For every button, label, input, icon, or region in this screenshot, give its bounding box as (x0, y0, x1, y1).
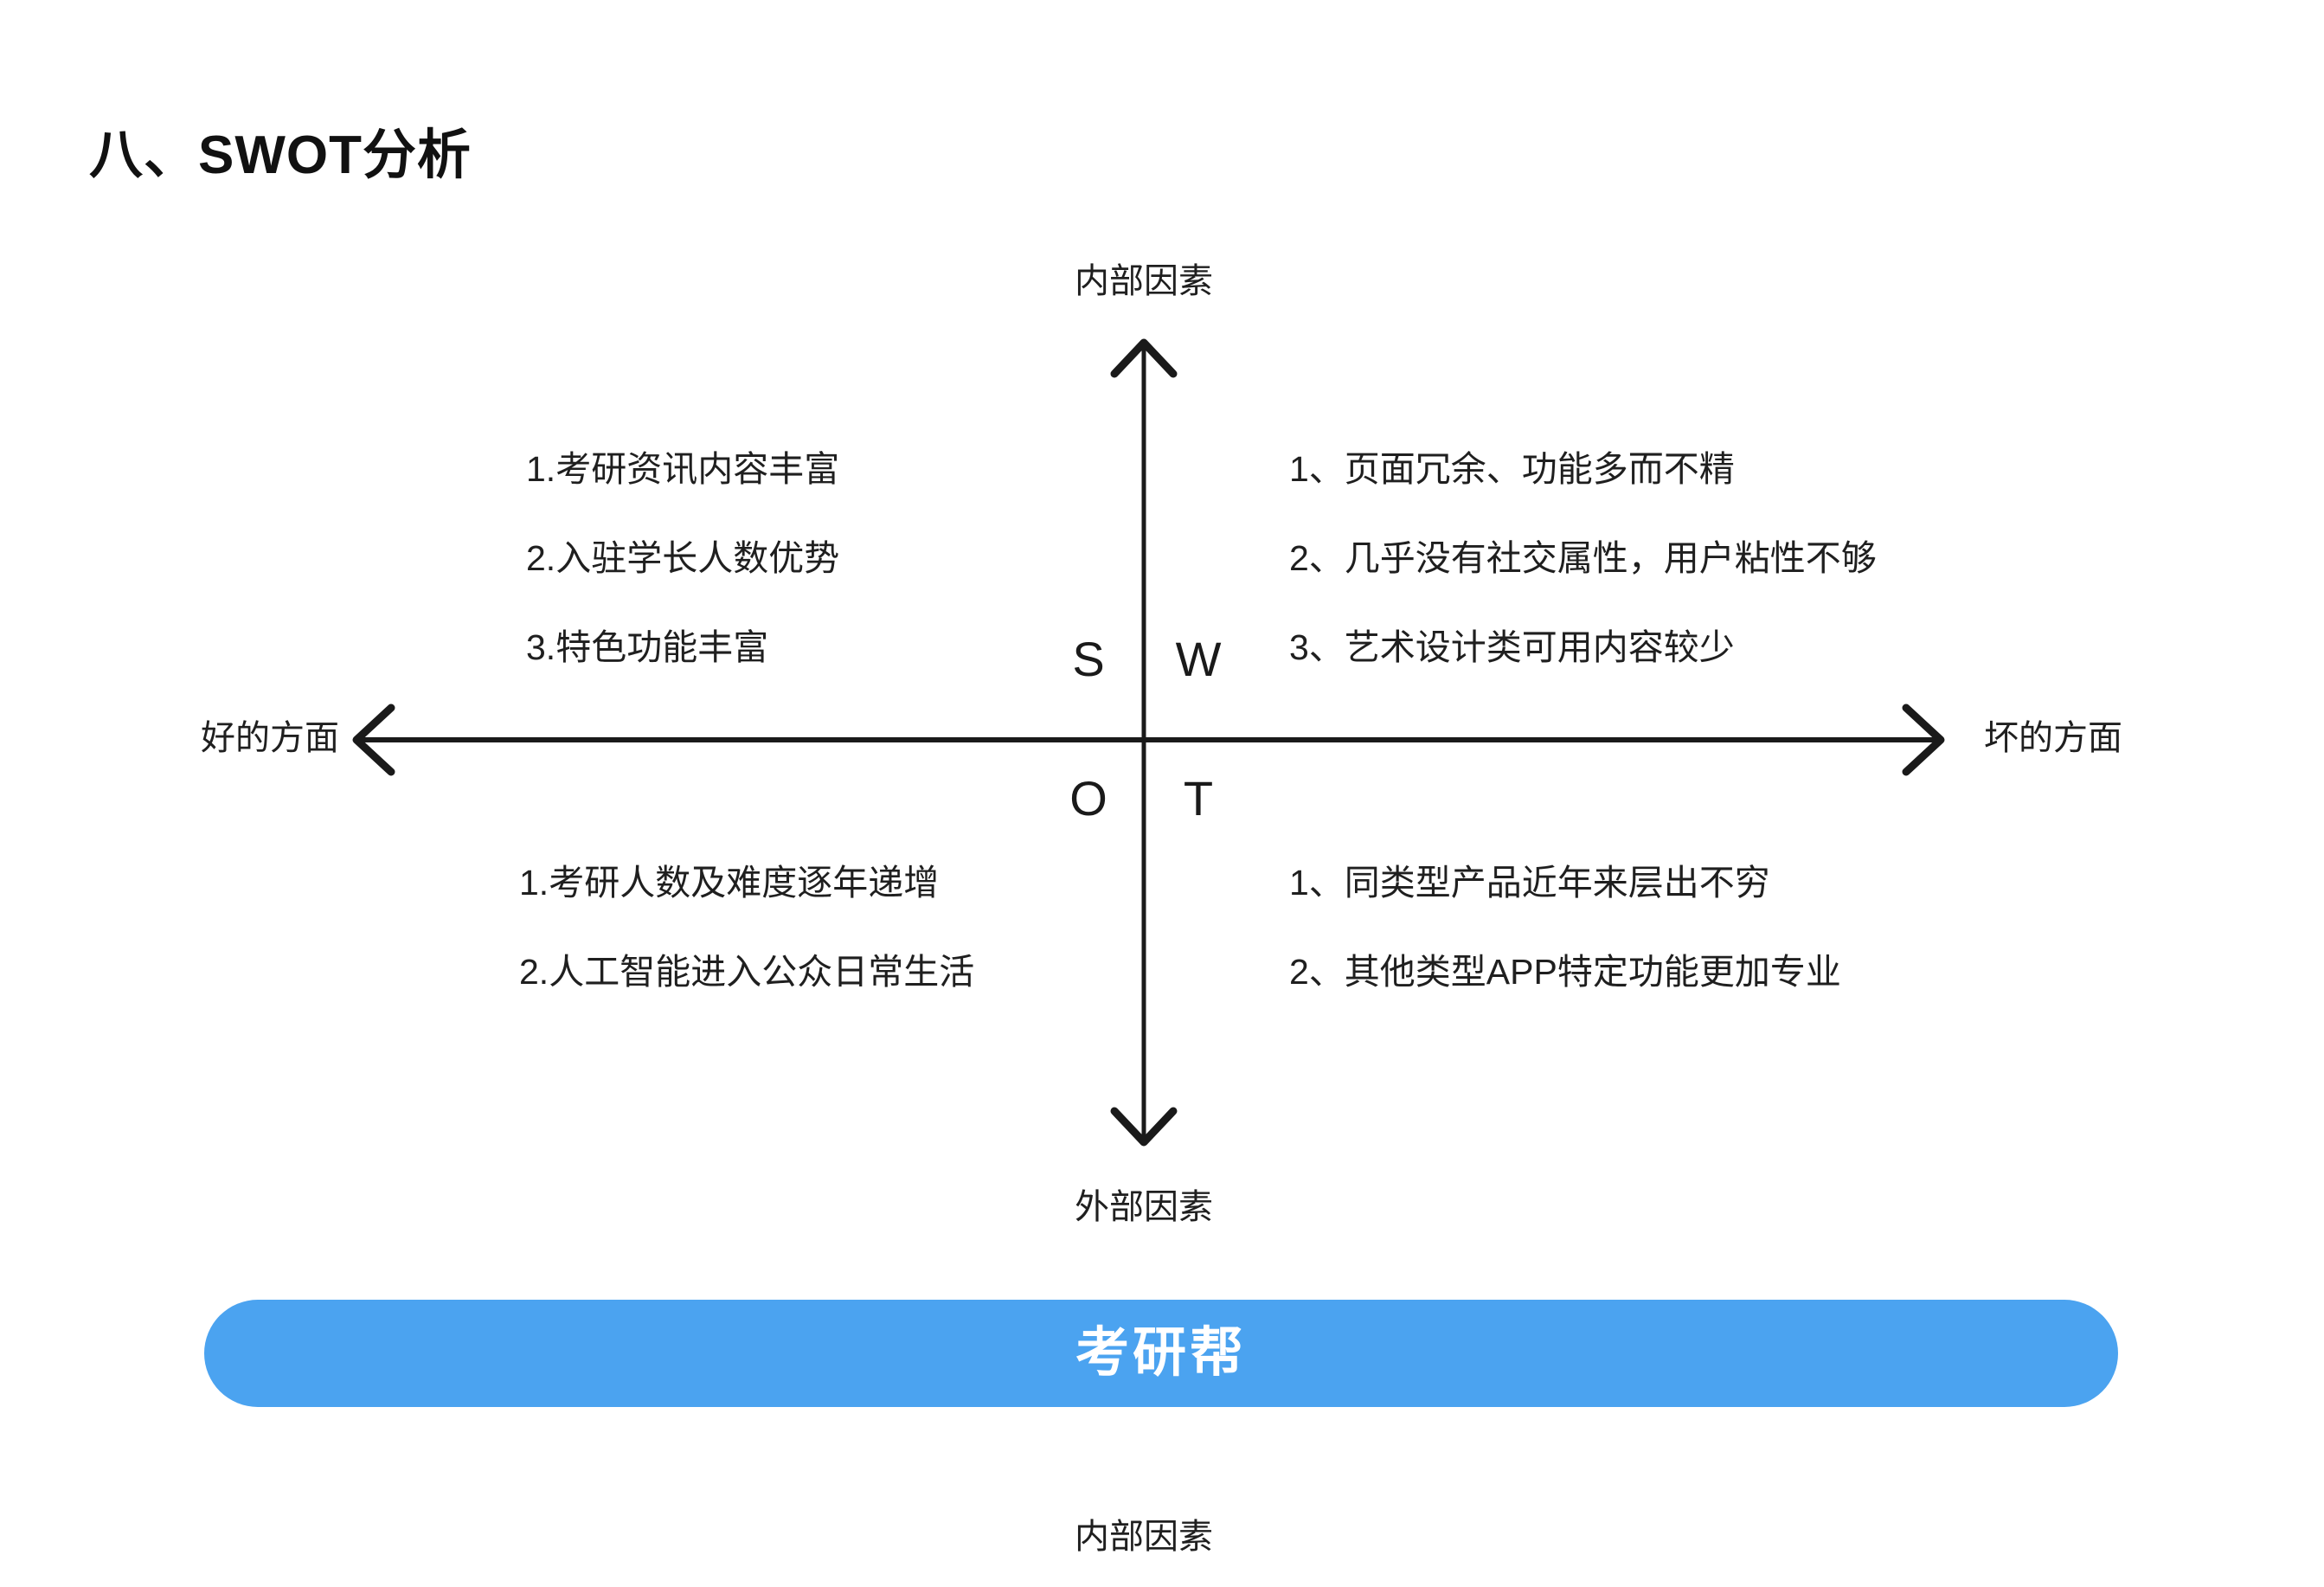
quadrant-item: 1.考研资讯内容丰富 (526, 449, 840, 489)
quadrant-threats: 1、同类型产品近年来层出不穷 2、其他类型APP特定功能更加专业 (1289, 865, 1841, 1044)
axis-label-bad-right: 坏的方面 (1984, 719, 2122, 757)
axis-label-good-left: 好的方面 (201, 719, 339, 757)
quadrant-item: 2.入驻学长人数优势 (526, 538, 840, 578)
quadrant-item: 2.人工智能进入公众日常生活 (519, 952, 975, 992)
swot-letter-o: O (1069, 771, 1107, 826)
arrow-up-icon (1110, 338, 1178, 378)
axis-label-external-bottom: 外部因素 (1075, 1188, 1213, 1226)
arrow-down-icon (1110, 1107, 1178, 1147)
axis-label-internal-top: 内部因素 (1075, 262, 1213, 300)
quadrant-item: 1、同类型产品近年来层出不穷 (1289, 863, 1770, 903)
quadrant-item: 1.考研人数及难度逐年递增 (519, 863, 940, 903)
quadrant-item: 1、页面冗余、功能多而不精 (1289, 449, 1735, 489)
quadrant-weaknesses: 1、页面冗余、功能多而不精 2、几乎没有社交属性，用户粘性不够 3、艺术设计类可… (1289, 452, 1877, 719)
quadrant-item: 3、艺术设计类可用内容较少 (1289, 627, 1735, 667)
arrow-right-icon (1902, 704, 1945, 776)
swot-diagram: 内部因素 外部因素 好的方面 坏的方面 S W O T 1.考研资讯内容丰富 2… (201, 262, 2122, 1226)
page-title: 八、SWOT分析 (89, 125, 472, 185)
quadrant-item: 2、其他类型APP特定功能更加专业 (1289, 952, 1841, 992)
swot-letter-t: T (1183, 771, 1214, 826)
brand-banner-label: 考研帮 (1075, 1323, 1247, 1383)
swot-letter-w: W (1175, 632, 1222, 686)
quadrant-item: 2、几乎没有社交属性，用户粘性不够 (1289, 538, 1877, 578)
footer-caption: 内部因素 (1075, 1518, 1213, 1556)
swot-letter-s: S (1072, 632, 1105, 686)
brand-banner: 考研帮 (204, 1300, 2118, 1407)
quadrant-opportunities: 1.考研人数及难度逐年递增 2.人工智能进入公众日常生活 (519, 865, 974, 1044)
quadrant-strengths: 1.考研资讯内容丰富 2.入驻学长人数优势 3.特色功能丰富 (526, 452, 839, 719)
arrow-left-icon (352, 704, 395, 776)
quadrant-item: 3.特色功能丰富 (526, 627, 769, 667)
swot-axes-graphic (352, 338, 1945, 1147)
